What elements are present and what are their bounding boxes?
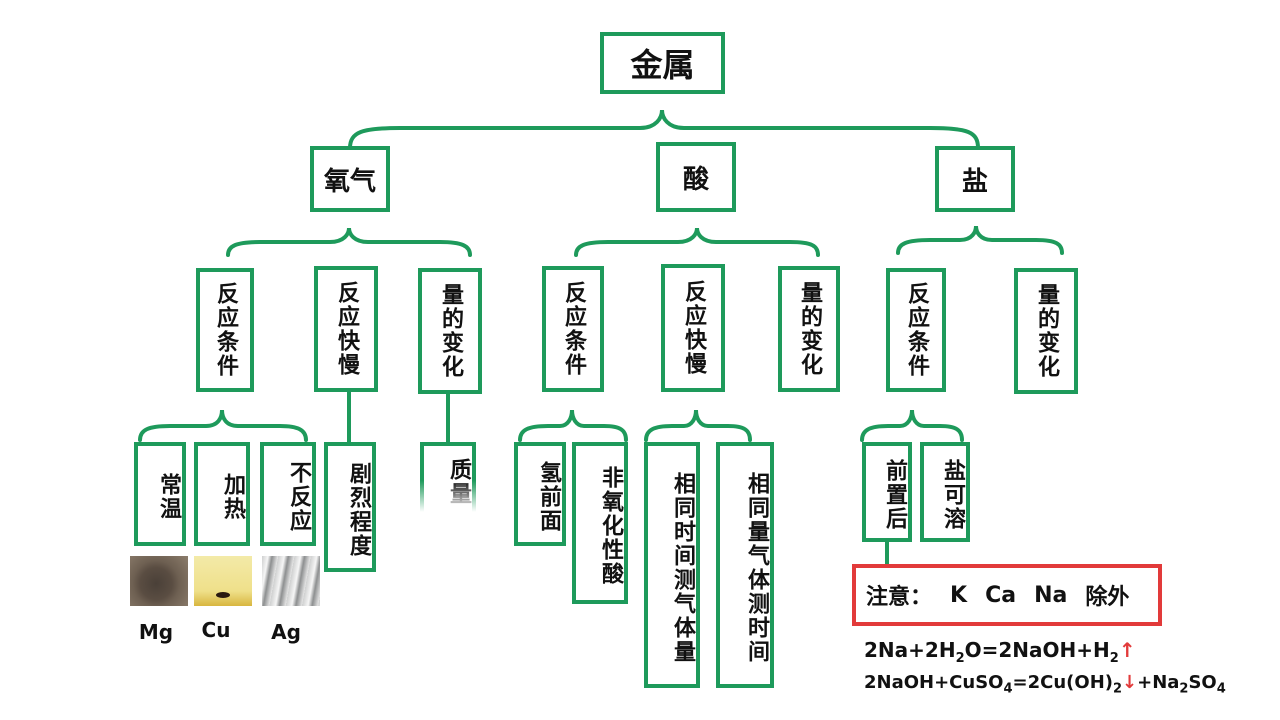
node-oxygen: 氧气 — [310, 146, 390, 212]
note-k: K — [950, 582, 968, 608]
node-before-hydrogen: 氢前面 — [514, 442, 566, 546]
brace-acid-cond — [518, 409, 628, 442]
eq2-part-d: SO — [1188, 672, 1217, 693]
eq1-sub-2: 2 — [1109, 651, 1119, 666]
caption-mg: Mg — [138, 620, 174, 644]
brace-salt — [896, 225, 1064, 255]
node-room-temp: 常温 — [134, 442, 186, 546]
eq2-part-c: +Na — [1137, 672, 1180, 693]
eq2-sub-3: 2 — [1179, 681, 1189, 697]
node-same-amount: 相同量气体测时间 — [716, 442, 774, 688]
brace-salt-cond — [860, 409, 964, 442]
mg-sample-image — [130, 556, 188, 606]
cu-sample-image — [194, 556, 252, 606]
brace-root — [348, 109, 980, 150]
brace-acid-speed — [644, 409, 752, 442]
node-acid: 酸 — [656, 142, 736, 212]
eq2-sub-4: 4 — [1216, 681, 1226, 697]
node-acid-speed: 反应快慢 — [661, 264, 725, 392]
node-mass: 质量 — [420, 442, 476, 512]
root-node: 金属 — [600, 32, 725, 94]
node-oxygen-amount: 量的变化 — [418, 268, 482, 394]
caption-cu: Cu — [201, 618, 231, 642]
brace-acid — [574, 227, 820, 257]
node-non-oxidizing-acid: 非氧化性酸 — [572, 442, 628, 604]
node-severity: 剧烈程度 — [324, 442, 376, 572]
node-front-replaces-back: 前置后 — [862, 442, 912, 542]
brace-oxygen-cond — [138, 409, 308, 442]
eq2-sub-1: 4 — [1003, 681, 1013, 697]
eq2-sub-2: 2 — [1112, 681, 1123, 697]
node-oxygen-cond: 反应条件 — [196, 268, 254, 392]
equation-1: 2Na+2H2O=2NaOH+H2↑ — [864, 638, 1136, 666]
note-suffix: 除外 — [1085, 585, 1130, 610]
precipitate-arrow-icon: ↓ — [1122, 672, 1138, 693]
node-same-time: 相同时间测气体量 — [644, 442, 700, 688]
node-salt-soluble: 盐可溶 — [920, 442, 970, 542]
eq1-part-a: 2Na+2H — [864, 638, 956, 662]
node-acid-amount: 量的变化 — [778, 266, 840, 392]
node-oxygen-speed: 反应快慢 — [314, 266, 378, 392]
note-ca: Ca — [985, 582, 1017, 608]
node-salt-amount: 量的变化 — [1014, 268, 1078, 394]
node-no-reaction: 不反应 — [260, 442, 316, 546]
eq2-part-b: =2Cu(OH) — [1012, 672, 1113, 693]
caption-ag: Ag — [271, 620, 301, 644]
node-salt-cond: 反应条件 — [886, 268, 946, 392]
cu-spot — [216, 592, 230, 598]
note-label: 注意： — [866, 585, 933, 610]
eq2-part-a: 2NaOH+CuSO — [864, 672, 1004, 693]
note-na: Na — [1034, 582, 1068, 608]
brace-oxygen — [226, 227, 472, 257]
eq1-sub-1: 2 — [955, 651, 965, 666]
gas-arrow-icon: ↑ — [1118, 638, 1136, 662]
node-heating: 加热 — [194, 442, 250, 546]
note-box: 注意： K Ca Na 除外 — [852, 564, 1162, 626]
ag-sample-image — [262, 556, 320, 606]
equation-2: 2NaOH+CuSO4=2Cu(OH)2↓+Na2SO4 — [864, 672, 1226, 697]
eq1-part-b: O=2NaOH+H — [964, 638, 1110, 662]
node-salt: 盐 — [935, 146, 1015, 212]
node-acid-cond: 反应条件 — [542, 266, 604, 392]
